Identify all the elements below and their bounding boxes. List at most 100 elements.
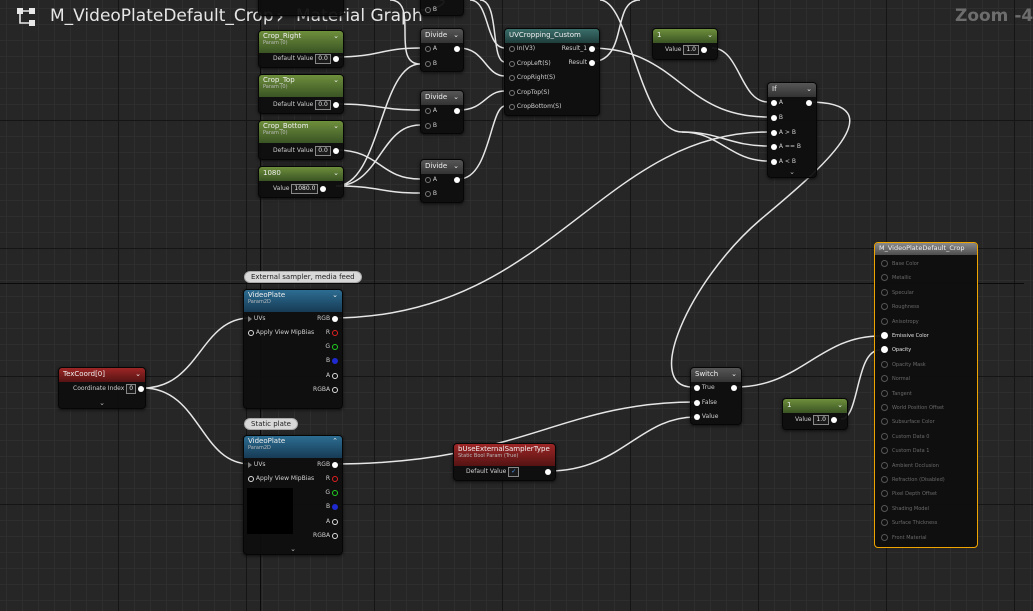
chevron-down-icon[interactable]: ⌄ [806,85,812,93]
material-input-pin[interactable]: Normal [881,374,910,384]
pin-dot[interactable] [881,476,888,483]
material-input-pin[interactable]: World Position Offset [881,403,944,413]
default-value-field[interactable]: 0.0 [315,54,331,64]
pin-dot[interactable] [881,490,888,498]
pin-dot[interactable] [881,360,888,368]
chevron-down-icon[interactable]: ⌄ [290,545,296,553]
value-field[interactable]: 1080.0 [291,184,319,194]
output-pin[interactable] [320,185,327,192]
output-pin[interactable] [545,468,551,475]
divide-node-2[interactable]: Divide⌄ A B [420,90,464,134]
input-pin[interactable] [509,60,515,67]
pin-dot[interactable] [881,504,888,512]
input-pin[interactable] [425,176,431,183]
output-pin[interactable] [332,329,338,336]
input-pin[interactable] [248,329,254,336]
pin-dot[interactable] [881,346,888,354]
pin-dot[interactable] [881,447,888,455]
chevron-down-icon[interactable]: ⌄ [453,93,459,101]
output-pin[interactable] [454,45,460,52]
input-pin[interactable] [248,475,254,482]
chevron-down-icon[interactable]: ⌄ [333,32,339,40]
material-input-pin[interactable]: Custom Data 1 [881,446,929,456]
material-input-pin[interactable]: Opacity Mask [881,360,926,370]
output-pin[interactable] [332,518,338,525]
output-pin[interactable] [454,107,460,114]
pin-dot[interactable] [881,418,888,426]
input-pin[interactable] [509,103,515,110]
input-pin[interactable] [694,384,700,391]
input-pin[interactable] [248,315,252,322]
material-input-pin[interactable]: Anisotropy [881,317,919,327]
pin-dot[interactable] [881,404,888,411]
material-input-pin[interactable]: Front Material [881,533,927,543]
input-pin[interactable] [694,399,700,406]
chevron-up-icon[interactable]: ⌃ [332,437,338,445]
comment-external-sampler[interactable]: External sampler, media feed [244,271,362,283]
output-pin[interactable] [332,101,339,108]
material-input-pin[interactable]: Roughness [881,302,919,312]
material-input-pin[interactable]: Subsurface Color [881,417,935,427]
input-pin[interactable] [771,114,777,121]
pin-dot[interactable] [881,519,888,527]
output-pin[interactable] [332,147,339,154]
chevron-down-icon[interactable]: ⌄ [731,370,737,378]
material-input-pin[interactable]: Surface Thickness [881,518,937,528]
material-input-pin[interactable]: Shading Model [881,504,929,514]
default-value-checkbox[interactable]: ✓ [508,467,520,477]
output-pin[interactable] [332,386,338,393]
output-pin[interactable] [589,45,595,52]
output-pin[interactable] [332,357,338,364]
input-pin[interactable] [509,45,515,52]
material-input-pin[interactable]: Pixel Depth Offset [881,489,937,499]
input-pin[interactable] [425,122,431,129]
output-pin[interactable] [454,176,460,183]
output-pin[interactable] [138,385,144,392]
pin-dot[interactable] [881,274,888,282]
input-pin[interactable] [248,461,252,468]
constant-one-node-top[interactable]: 1⌄ Value 1.0 [652,28,718,60]
pin-dot[interactable] [881,303,888,311]
chevron-down-icon[interactable]: ⌄ [135,370,141,378]
static-switch-node[interactable]: Switch⌄ True False Value [690,367,742,425]
value-field[interactable]: 1.0 [813,415,829,425]
value-field[interactable]: 1.0 [683,45,699,55]
breadcrumb-material[interactable]: M_VideoPlateDefault_Crop [50,6,274,26]
pin-dot[interactable] [881,288,888,296]
output-pin[interactable] [332,343,338,350]
pin-dot[interactable] [881,317,888,325]
output-pin[interactable] [700,46,707,53]
output-pin[interactable] [332,532,338,539]
partial-node-top[interactable]: B [420,0,464,16]
pin-dot[interactable] [881,332,888,339]
if-node[interactable]: If⌄ A B A > B A == B A < B ⌄ [767,82,817,178]
chevron-down-icon[interactable]: ⌄ [789,168,795,176]
uv-cropping-custom-node[interactable]: UVCropping_Custom In(V3) CropLeft(S) Cro… [504,28,600,116]
material-input-pin[interactable]: Specular [881,288,914,298]
output-pin[interactable] [332,489,338,496]
output-pin[interactable] [332,461,338,468]
pin-dot[interactable] [881,533,888,541]
material-input-pin[interactable]: Custom Data 0 [881,432,929,442]
material-input-pin[interactable]: Emissive Color [881,331,929,341]
input-pin[interactable] [771,129,777,136]
pin-dot[interactable] [881,375,888,383]
chevron-down-icon[interactable]: ⌄ [453,162,459,170]
output-pin[interactable] [731,384,737,391]
coordinate-index-field[interactable]: 0 [126,384,137,394]
input-pin[interactable] [425,60,431,67]
default-value-field[interactable]: 0.0 [315,100,331,110]
material-input-pin[interactable]: Metallic [881,273,911,283]
input-pin[interactable] [425,45,431,52]
comment-static-plate[interactable]: Static plate [244,418,298,430]
input-pin[interactable] [509,74,515,81]
material-input-pin[interactable]: Opacity [881,345,911,355]
pin-dot[interactable] [881,461,888,469]
material-input-pin[interactable]: Base Color [881,259,919,269]
